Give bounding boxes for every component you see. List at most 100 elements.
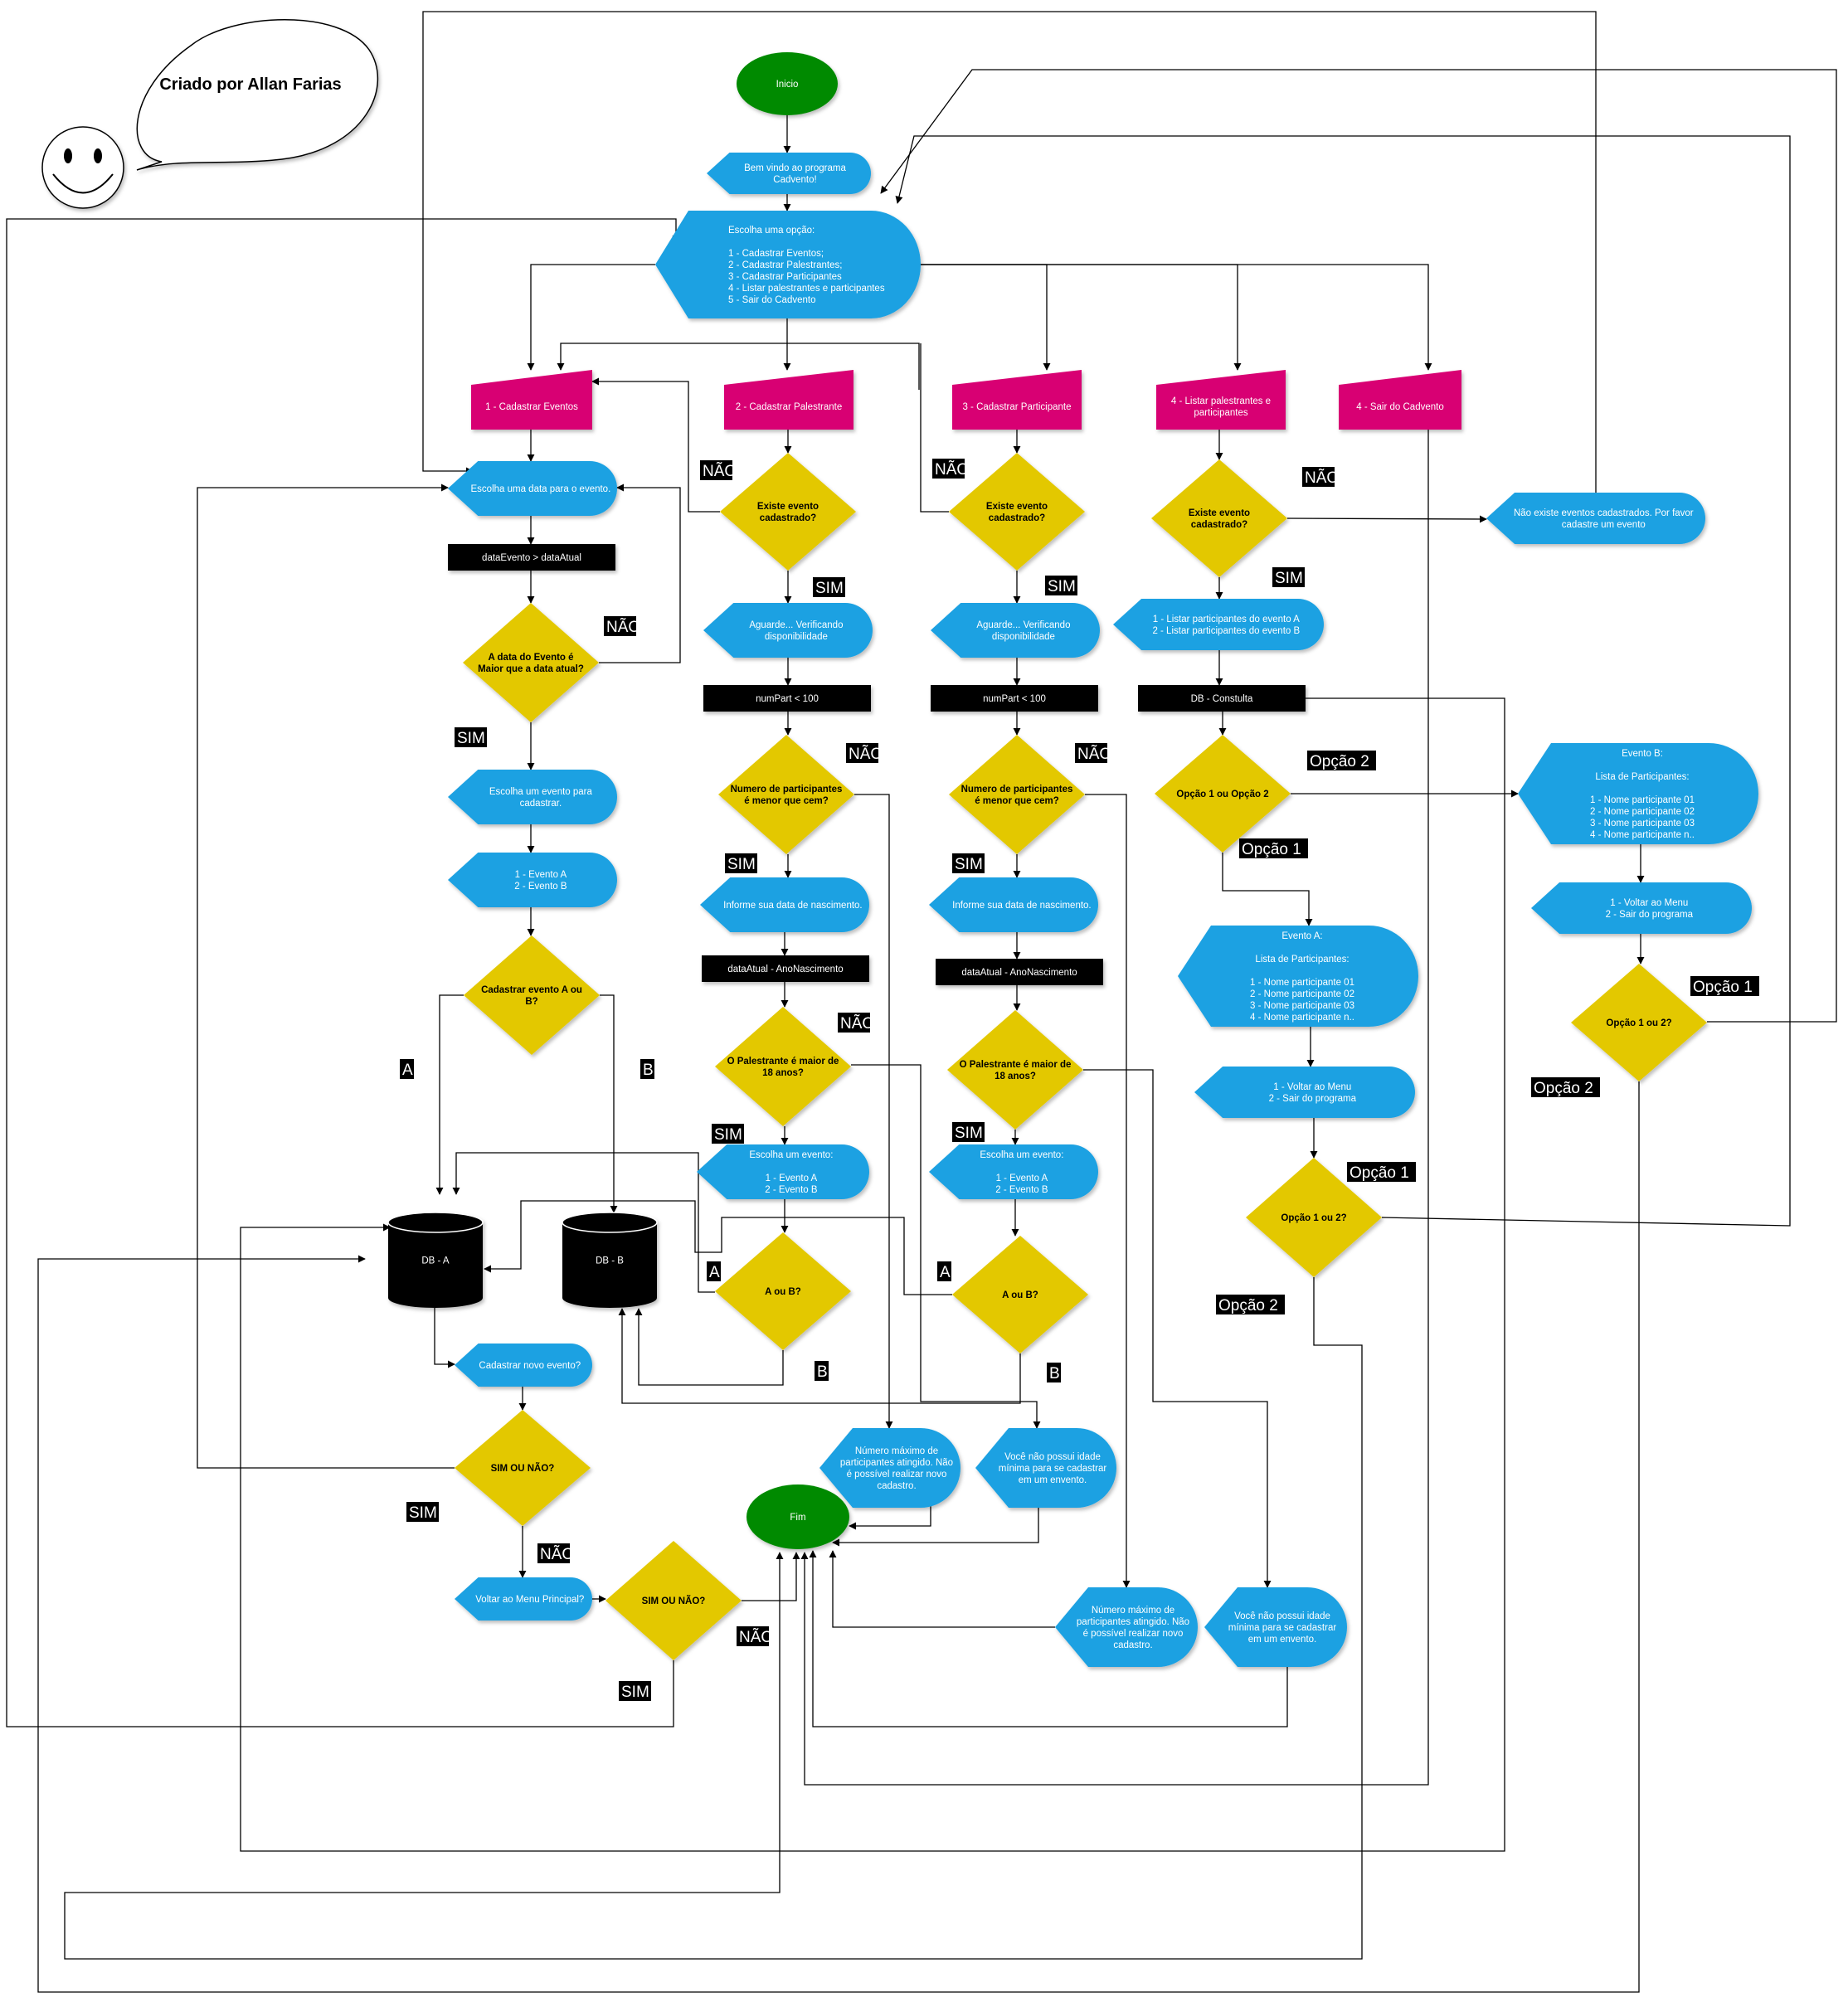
svg-text:NÃO: NÃO [1305, 469, 1339, 487]
node-l-dec-a: Opção 1 ou 2? [1246, 1158, 1382, 1277]
node-db-a: DB - A [387, 1212, 484, 1308]
m2-text: 2 - Cadastrar Palestrante [736, 402, 842, 412]
node-l-nao-existe: Não existe eventos cadastrados. Por favo… [1486, 493, 1705, 544]
edge-label-opcao1-b: Opção 1 [1690, 976, 1759, 996]
svg-text:SIM: SIM [1275, 570, 1303, 587]
edge-label-opcao2-l: Opção 2 [1307, 751, 1376, 770]
edge-label-sim-data: SIM [455, 727, 487, 747]
svg-text:B: B [643, 1062, 654, 1079]
edge-label-a-q: A [937, 1261, 951, 1281]
svg-text:SIM: SIM [621, 1684, 649, 1701]
svg-text:A: A [709, 1264, 720, 1281]
node-m3: 3 - Cadastrar Participante [952, 370, 1082, 430]
author-title: Criado por Allan Farias [159, 75, 341, 94]
edge-label-sim-p-num: SIM [725, 853, 757, 873]
svg-text:SIM: SIM [457, 730, 485, 747]
edge-label-opcao2-b: Opção 2 [1531, 1077, 1600, 1097]
p_num-text: numPart < 100 [756, 694, 819, 704]
edge-label-sim-p: SIM [813, 577, 845, 597]
svg-text:B: B [1049, 1365, 1060, 1382]
node-inicio: Inicio [737, 52, 838, 115]
svg-text:NÃO: NÃO [935, 460, 969, 479]
dec_voltar-text: SIM OU NÃO? [642, 1596, 706, 1606]
node-q-nasc: Informe sua data de nascimento. [929, 877, 1098, 932]
db_b-text: DB - B [596, 1256, 624, 1266]
node-p-calc: dataAtual - AnoNascimento [702, 955, 869, 982]
edge-label-nao-p-num: NÃO [846, 743, 883, 763]
smiley-icon [41, 126, 124, 209]
fim-text: Fim [790, 1513, 805, 1523]
node-m5: 4 - Sair do Cadvento [1339, 370, 1461, 430]
edge-label-nao-data: NÃO [604, 616, 640, 636]
voltar_menu-text: Voltar ao Menu Principal? [475, 1595, 584, 1605]
p_dec_ab-text: A ou B? [765, 1287, 801, 1297]
node-m2: 2 - Cadastrar Palestrante [724, 370, 853, 430]
svg-text:Opção 2: Opção 2 [1218, 1297, 1278, 1314]
l_evento_b-text: Evento B:Lista de Participantes:1 - Nome… [1590, 749, 1695, 840]
node-q-calc: dataAtual - AnoNascimento [936, 959, 1103, 985]
edge-label-sim-l: SIM [1272, 567, 1305, 587]
node-q-dec-ab: A ou B? [952, 1236, 1088, 1353]
dec_novo-text: SIM OU NÃO? [491, 1463, 555, 1474]
edge-label-sim-novo: SIM [406, 1502, 439, 1522]
node-data-evento: Escolha uma data para o evento. [448, 461, 617, 516]
edge-label-opcao1-l: Opção 1 [1239, 838, 1308, 858]
edge-label-nao-novo: NÃO [537, 1543, 574, 1563]
q_calc-text: dataAtual - AnoNascimento [961, 968, 1077, 978]
menu-text: Escolha uma opção:1 - Cadastrar Eventos;… [728, 226, 885, 305]
edge-label-sim-voltar: SIM [619, 1681, 651, 1701]
svg-text:SIM: SIM [955, 856, 983, 873]
node-l-evento-a: Evento A:Lista de Participantes:1 - Nome… [1178, 926, 1418, 1027]
l_dec-text: Opção 1 ou Opção 2 [1176, 790, 1268, 799]
data_evento-text: Escolha uma data para o evento. [471, 484, 611, 494]
speech-bubble: Criado por Allan Farias [136, 19, 379, 171]
svg-text:NÃO: NÃO [739, 1628, 773, 1646]
svg-text:Opção 1: Opção 1 [1242, 841, 1301, 858]
node-p-num: numPart < 100 [703, 685, 871, 712]
inicio-text: Inicio [776, 80, 799, 90]
node-l-dec: Opção 1 ou Opção 2 [1155, 735, 1291, 853]
node-p-dec-ab: A ou B? [715, 1232, 851, 1350]
edge-label-b-right: B [640, 1059, 654, 1079]
cond_data-text: dataEvento > dataAtual [482, 553, 581, 563]
edge-label-b-p: B [815, 1361, 829, 1381]
svg-text:NÃO: NÃO [840, 1014, 874, 1033]
node-fim: Fim [746, 1484, 849, 1549]
svg-text:SIM: SIM [409, 1504, 437, 1522]
q_dec_ab-text: A ou B? [1002, 1290, 1038, 1300]
node-cond-data: dataEvento > dataAtual [448, 544, 615, 571]
svg-text:SIM: SIM [1048, 578, 1076, 595]
node-l-db: DB - Constulta [1138, 685, 1306, 712]
svg-text:Opção 2: Opção 2 [1534, 1080, 1593, 1097]
node-l-dec-b: Opção 1 ou 2? [1571, 964, 1707, 1081]
node-dec-novo: SIM OU NÃO? [455, 1410, 591, 1526]
svg-text:NÃO: NÃO [606, 618, 640, 636]
svg-text:SIM: SIM [727, 856, 756, 873]
svg-text:SIM: SIM [714, 1126, 742, 1144]
m5-text: 4 - Sair do Cadvento [1356, 402, 1443, 412]
svg-text:NÃO: NÃO [540, 1545, 574, 1563]
